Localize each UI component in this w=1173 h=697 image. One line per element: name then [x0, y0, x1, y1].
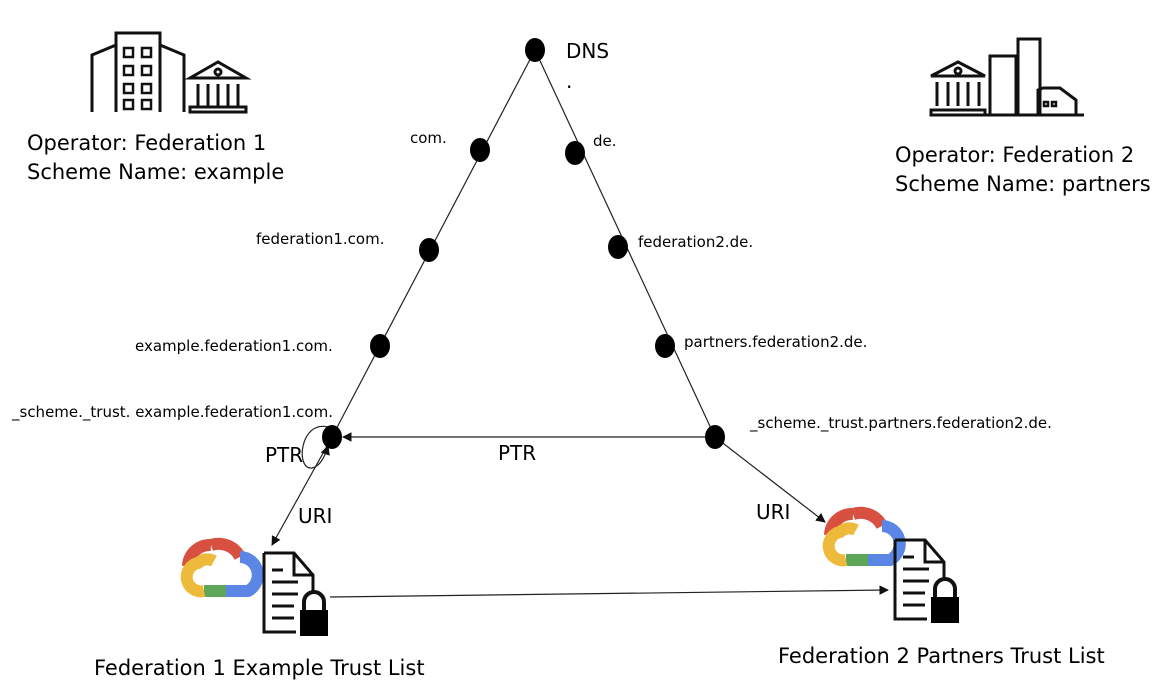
federation1-trust-list-label: Federation 1 Example Trust List [94, 656, 425, 680]
label-scheme1: _scheme._trust. example.federation1.com. [11, 403, 333, 422]
label-federation2: federation2.de. [638, 233, 753, 251]
label-com: com. [410, 129, 447, 147]
node-federation1 [419, 238, 439, 262]
node-partners [655, 334, 675, 358]
label-uri-right: URI [756, 500, 790, 524]
node-com [470, 138, 490, 162]
label-ptr-self: PTR [265, 443, 303, 467]
edge-trust-list-link [329, 585, 889, 598]
locked-document-icon [262, 551, 328, 636]
node-federation2 [608, 235, 628, 259]
node-example [370, 334, 390, 358]
label-de: de. [593, 132, 617, 150]
node-scheme1 [322, 425, 342, 449]
google-cloud-icon [180, 537, 264, 598]
node-de [565, 141, 585, 165]
label-scheme2: _scheme._trust.partners.federation2.de. [749, 414, 1052, 433]
city-buildings-icon [929, 37, 1084, 117]
label-dns-dot: . [566, 69, 572, 93]
label-federation1: federation1.com. [256, 230, 384, 248]
federation2-scheme: Scheme Name: partners [895, 172, 1151, 196]
label-dns: DNS [566, 39, 609, 63]
federation1-scheme: Scheme Name: example [27, 160, 284, 184]
edge-ptr-self-loop [301, 425, 330, 469]
locked-document-icon [893, 538, 959, 623]
label-uri-left: URI [298, 504, 332, 528]
government-office-buildings-icon [90, 31, 252, 114]
node-scheme2 [705, 425, 725, 449]
node-dns-root [525, 38, 545, 62]
edge-uri-right [714, 436, 826, 523]
federation2-operator: Operator: Federation 2 [895, 143, 1134, 167]
federation2-trust-list-label: Federation 2 Partners Trust List [778, 644, 1105, 668]
label-example: example.federation1.com. [135, 337, 333, 355]
federation1-operator: Operator: Federation 1 [27, 131, 266, 155]
google-cloud-icon [822, 506, 906, 567]
label-ptr: PTR [498, 441, 536, 465]
label-partners: partners.federation2.de. [684, 333, 867, 351]
